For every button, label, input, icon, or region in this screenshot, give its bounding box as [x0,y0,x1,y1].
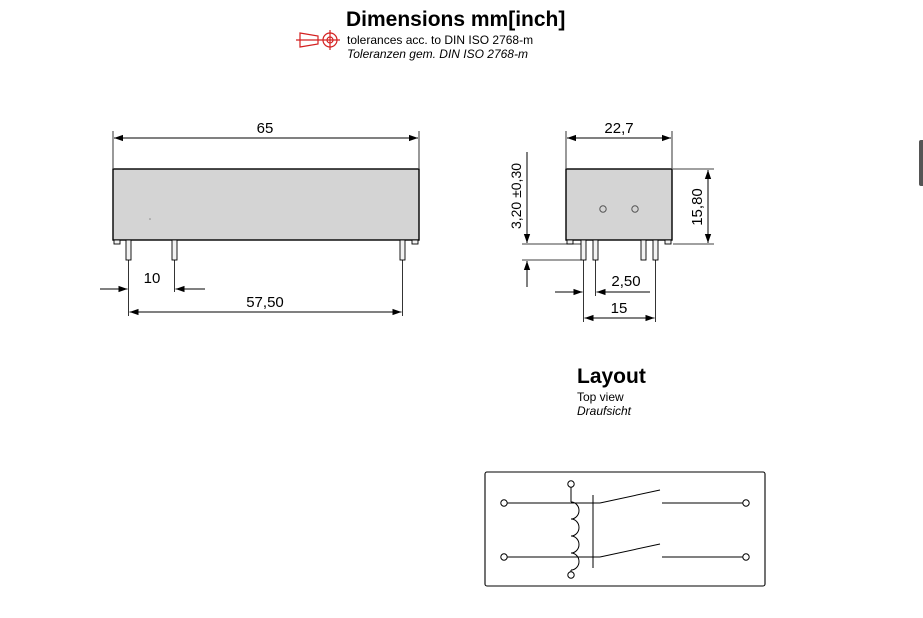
layout-title: Layout [577,365,646,388]
front-view: 65 10 57,50 [100,120,420,316]
relay-body-side [565,168,673,241]
marking-dot-icon [599,205,607,213]
layout-subtitle: Top view [577,390,624,404]
front-pin-3 [399,239,406,261]
switch-contact-lower-icon [500,543,750,561]
tolerance-note: tolerances acc. to DIN ISO 2768-m [347,33,533,47]
relay-body-front [112,168,420,241]
layout-subtitle-german: Draufsicht [577,404,632,418]
page-title: Dimensions mm[inch] [346,8,565,31]
length-label: 65 [257,120,274,137]
pin-pitch-label: 2,50 [611,273,640,290]
front-pin-1 [125,239,132,261]
height-label: 15,80 [689,188,706,226]
switch-contact-upper-icon [500,489,750,507]
side-pin-4 [652,239,659,261]
pin-row-span-label: 15 [611,300,628,317]
width-label: 22,7 [604,120,633,137]
pin-span-label: 57,50 [246,294,284,311]
window-edge-handle[interactable] [919,140,923,186]
side-view: 22,7 15,80 3,20 ±0,30 2,50 [508,120,714,322]
side-pin-3 [640,239,647,261]
tolerance-note-german: Toleranzen gem. DIN ISO 2768-m [347,47,528,61]
marking-dot-icon [631,205,639,213]
side-pin-1 [580,239,587,261]
pin-spacing-label: 10 [144,270,161,287]
projection-symbol-icon [296,30,340,50]
relay-schematic [484,471,766,587]
side-pin-2 [592,239,599,261]
schematic-frame [484,471,766,587]
front-pin-2 [171,239,178,261]
pin-length-label: 3,20 ±0,30 [508,163,524,229]
